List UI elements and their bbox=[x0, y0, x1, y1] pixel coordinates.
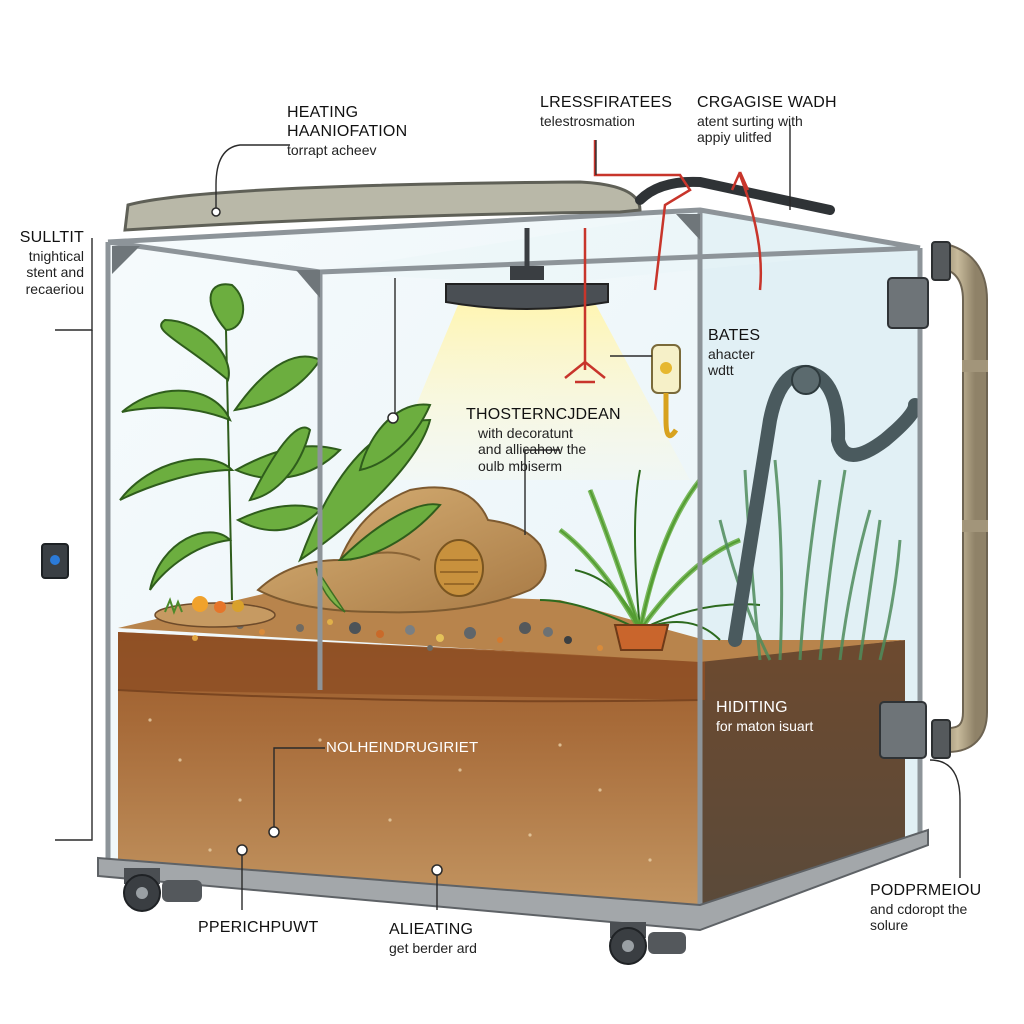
label-substrate-title: NOLHEINDRUGIRIET bbox=[326, 739, 479, 756]
label-sullit: SULLTIT tnightical stent and recaeriou bbox=[18, 229, 84, 297]
feeding-dish bbox=[154, 596, 276, 628]
label-bates: BATES ahacter wdtt bbox=[708, 327, 760, 379]
label-thosterncjdean: THOSTERNCJDEAN with decoratunt and allic… bbox=[466, 406, 621, 474]
branch-perch bbox=[728, 365, 922, 647]
label-lessfirates-title: LRESSFIRATEES bbox=[540, 94, 673, 111]
label-lessfirates: LRESSFIRATEES telestrosmation bbox=[540, 94, 672, 129]
label-hiditing-title: HIDITING bbox=[716, 699, 788, 716]
tall-leafy-plant bbox=[119, 283, 442, 601]
label-hiditing-sub: for maton isuart bbox=[716, 717, 814, 734]
heater-wire bbox=[564, 140, 763, 384]
leader-dots bbox=[211, 207, 443, 876]
tank-base bbox=[97, 828, 929, 932]
substrate-block bbox=[117, 590, 905, 912]
spider-plant-leaves bbox=[558, 478, 741, 632]
heating-hood bbox=[123, 180, 642, 232]
label-podprmeiou: PODPRMEIOU and cdoropt the solure bbox=[870, 882, 981, 934]
label-heating-title-2: HAANIOFATION bbox=[287, 122, 408, 140]
branch-knob bbox=[791, 365, 821, 395]
label-thosterncjdean-sub-3: oulb mbiserm bbox=[478, 457, 563, 474]
label-pperichpuwt-title: PPERICHPUWT bbox=[198, 919, 319, 936]
label-substrate: NOLHEINDRUGIRIET bbox=[326, 739, 478, 757]
label-sullit-title: SULLTIT bbox=[19, 229, 84, 246]
corner-brackets bbox=[112, 214, 700, 298]
label-lessfirates-sub: telestrosmation bbox=[540, 112, 635, 129]
label-thosterncjdean-sub-1: with decoratunt bbox=[478, 424, 573, 441]
label-alieating-title: ALIEATING bbox=[389, 921, 474, 938]
label-pperichpuwt: PPERICHPUWT bbox=[198, 919, 318, 938]
label-heating-title-1: HEATING bbox=[287, 104, 359, 121]
caster-wheels bbox=[123, 868, 686, 965]
drain-pipe bbox=[879, 241, 988, 759]
label-heating: HEATING HAANIOFATION torrapt acheev bbox=[287, 104, 407, 158]
leader-lines bbox=[55, 125, 961, 910]
label-podprmeiou-sub-2: solure bbox=[870, 917, 909, 934]
hood-cable bbox=[635, 176, 835, 215]
label-bates-sub-2: wdtt bbox=[708, 362, 734, 379]
label-heating-sub: torrapt acheev bbox=[287, 141, 377, 158]
switch-indicator bbox=[50, 555, 60, 565]
label-alieating: ALIEATING get berder ard bbox=[389, 921, 477, 956]
label-podprmeiou-title: PODPRMEIOU bbox=[870, 882, 982, 899]
label-thosterncjdean-title: THOSTERNCJDEAN bbox=[466, 406, 621, 423]
label-alieating-sub: get berder ard bbox=[389, 939, 477, 956]
label-sullit-sub-3: recaeriou bbox=[25, 280, 84, 297]
light-beam bbox=[385, 305, 690, 480]
label-sullit-sub-1: tnightical bbox=[28, 247, 84, 264]
label-hiditing: HIDITING for maton isuart bbox=[716, 699, 813, 734]
label-thosterncjdean-sub-2: and allicahow the bbox=[478, 441, 587, 458]
label-crgagise-sub-2: appiy ulitfed bbox=[697, 129, 772, 146]
label-bates-sub-1: ahacter bbox=[708, 345, 755, 362]
soil-speckles bbox=[148, 718, 652, 882]
label-crgagise: CRGAGISE WADH atent surting with appiy u… bbox=[697, 94, 837, 146]
label-podprmeiou-sub-1: and cdoropt the bbox=[870, 900, 968, 917]
temperature-sensor bbox=[651, 344, 681, 439]
label-bates-title: BATES bbox=[708, 327, 761, 344]
heat-lamp bbox=[445, 228, 609, 310]
label-sullit-sub-2: stent and bbox=[26, 264, 84, 281]
label-crgagise-sub-1: atent surting with bbox=[697, 112, 803, 129]
clay-pot bbox=[613, 624, 670, 651]
label-crgagise-title: CRGAGISE WADH bbox=[697, 94, 837, 111]
